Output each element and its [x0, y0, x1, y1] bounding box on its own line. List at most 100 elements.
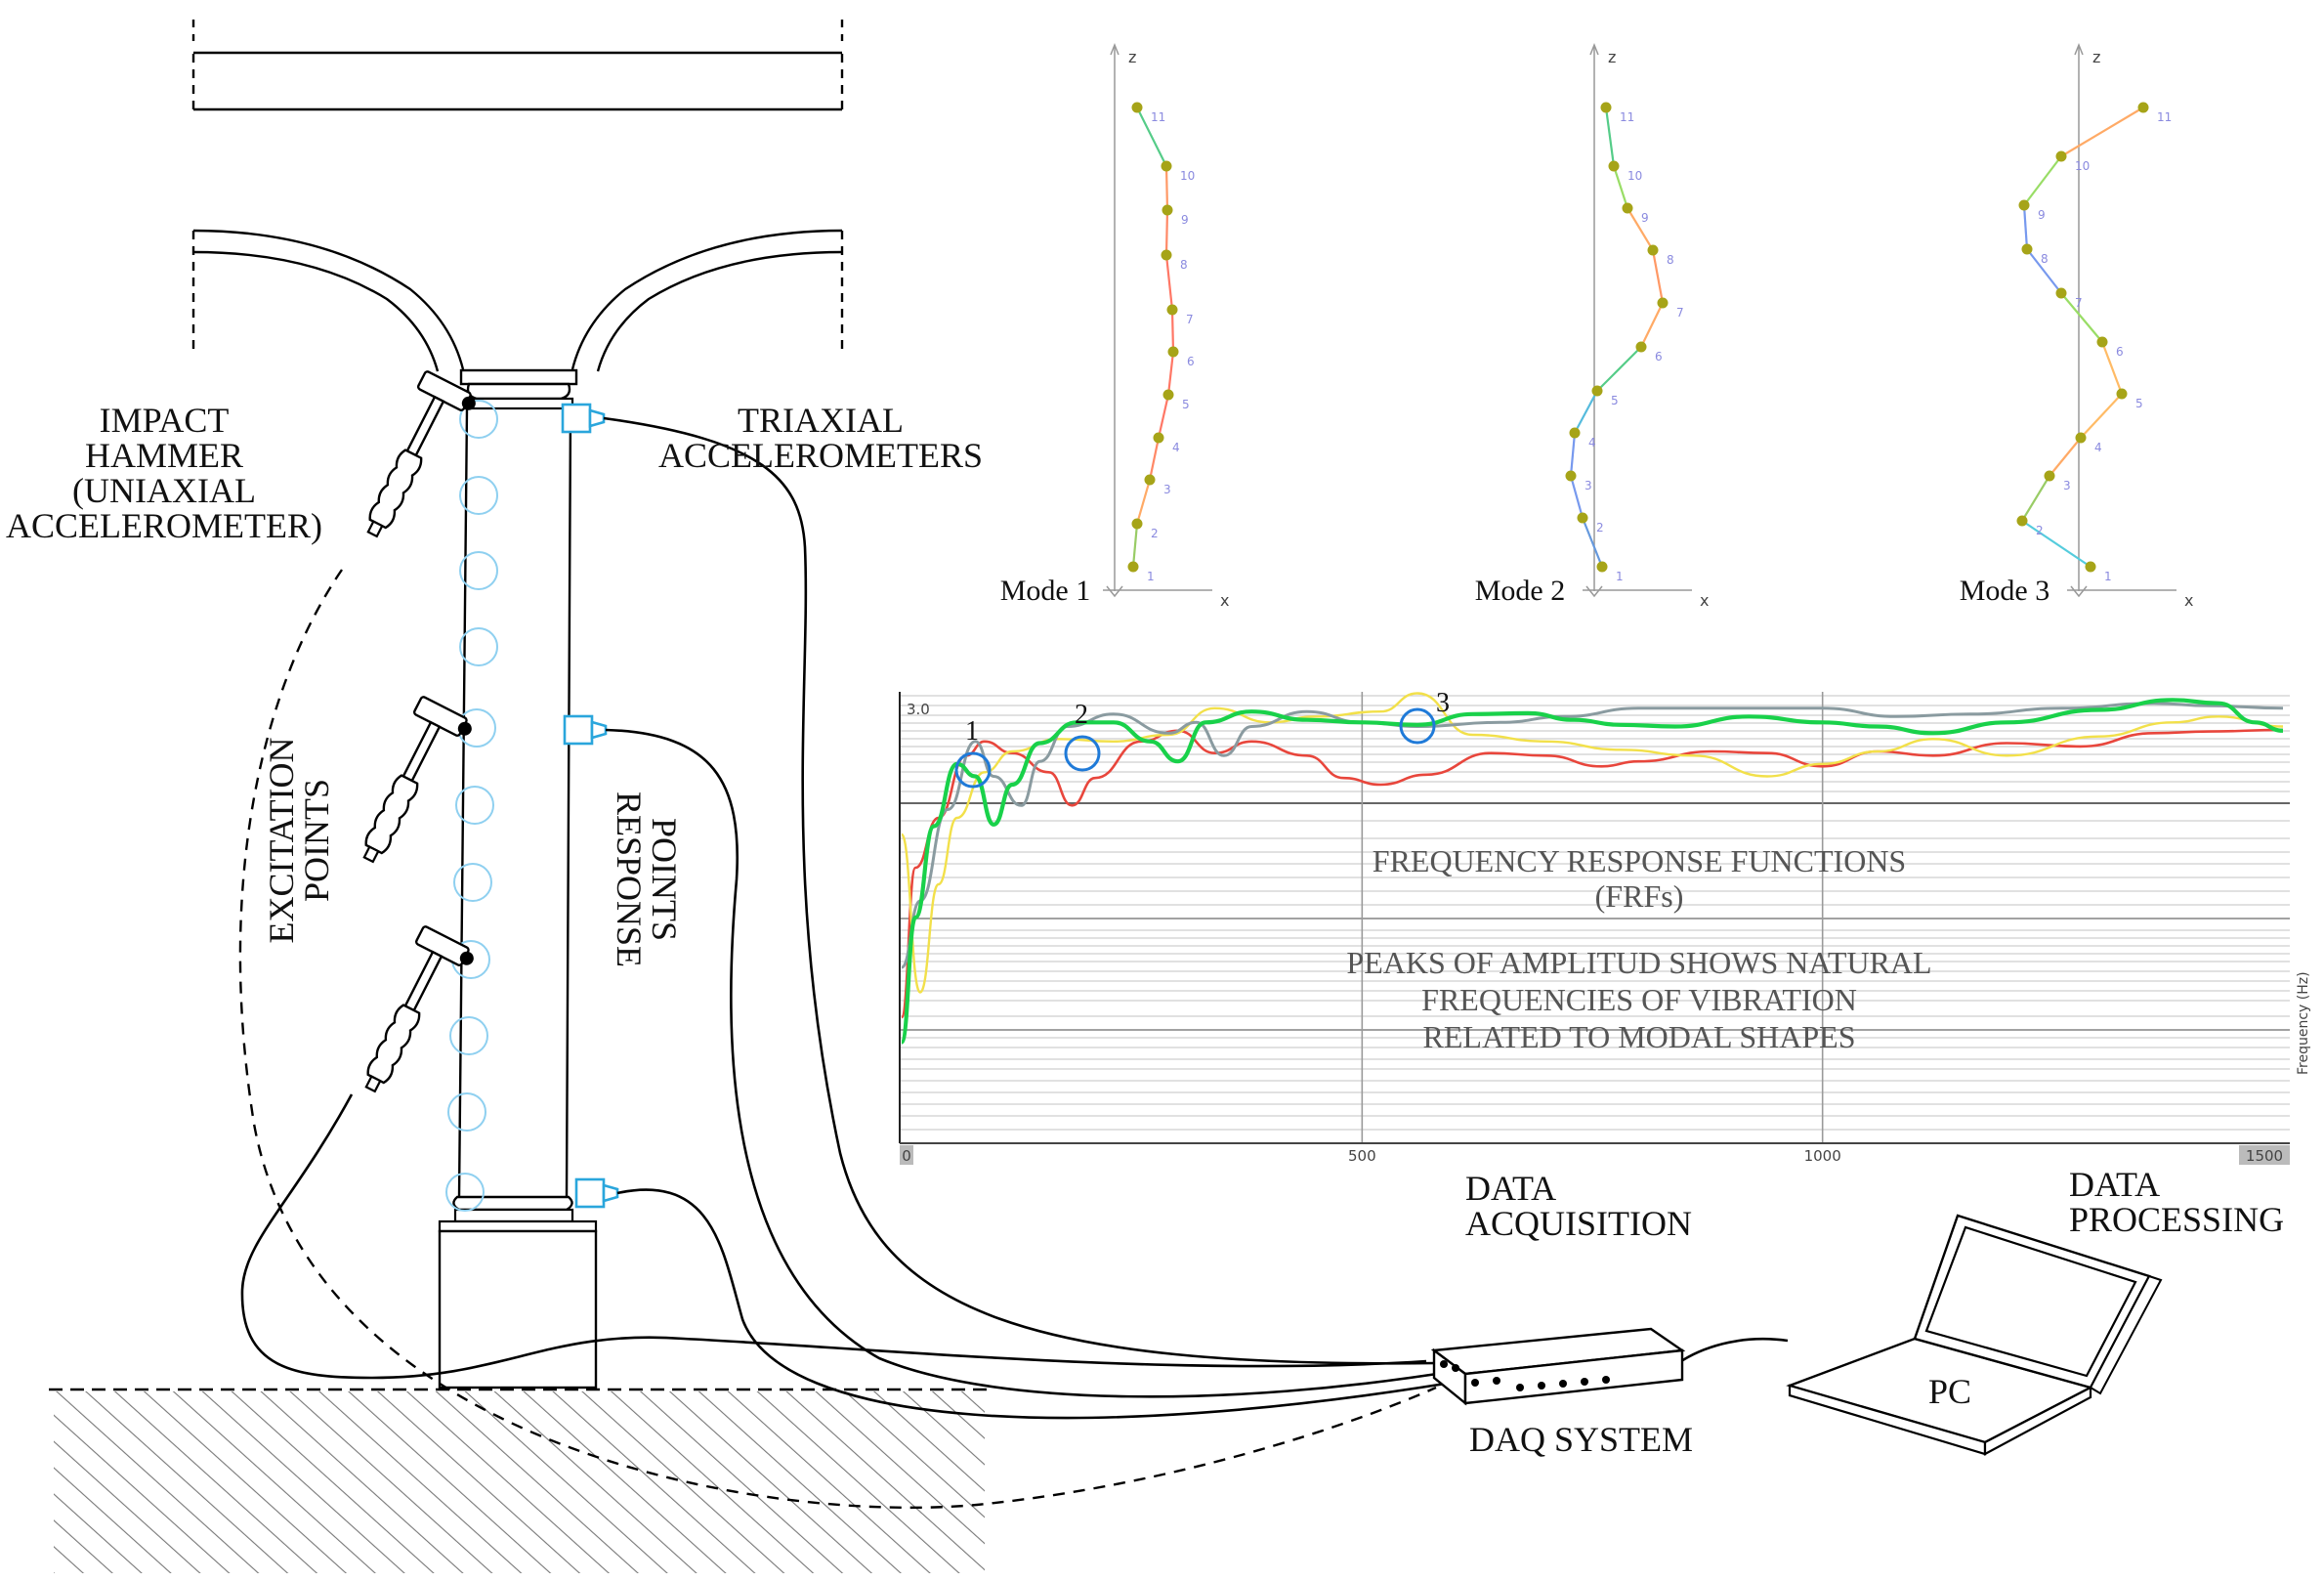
- frf-x-tick-label: 0: [902, 1147, 911, 1165]
- data-acquisition-label-1: DATA: [1465, 1169, 1556, 1208]
- building-structure: [191, 20, 844, 1390]
- impact-hammer-label-3: (UNIAXIAL: [72, 471, 256, 510]
- mode-shape-segment: [2049, 437, 2082, 477]
- mode-origin-mark: [1106, 585, 1123, 598]
- mode-node: [2018, 199, 2030, 211]
- mode-node-label: 7: [1676, 306, 1684, 320]
- column-pedestal: [438, 1229, 598, 1390]
- frf-text-2: (FRFs): [1595, 878, 1684, 914]
- mode-shape-segment: [1640, 302, 1664, 348]
- mode-x-label: x: [1700, 591, 1709, 610]
- accelerometer-icon-middle: [563, 714, 608, 746]
- column-capital-top: [459, 368, 578, 386]
- data-processing-label-1: DATA: [2069, 1165, 2160, 1204]
- mode-z-label: z: [1128, 48, 1136, 66]
- mode-shape-segment: [1170, 309, 1175, 353]
- mode-node: [2075, 432, 2087, 444]
- mode-shape-segment: [1581, 517, 1604, 568]
- mode-node-label: 3: [2063, 479, 2071, 492]
- mode-shape-segment: [1612, 165, 1629, 209]
- mode-shape-segment: [1157, 394, 1170, 439]
- cables: [238, 416, 1789, 1510]
- mode-node: [1166, 304, 1178, 316]
- mode-shape-segment: [1596, 346, 1642, 392]
- frf-right-axis-label: Frequency (Hz): [2296, 971, 2311, 1075]
- right-arch-inner: [596, 250, 843, 372]
- mode-x-label: x: [2184, 591, 2193, 610]
- mode-node-label: 7: [2075, 296, 2083, 310]
- mode-node-label: 5: [1182, 398, 1190, 411]
- mode-node-label: 6: [2116, 345, 2124, 359]
- response-label-2: POINTS: [645, 818, 684, 941]
- mode-node-label: 11: [2157, 110, 2172, 124]
- excitation-label-2: POINTS: [297, 779, 336, 902]
- column-shaft: [457, 407, 572, 1198]
- mode-shape-segment: [1164, 165, 1169, 211]
- mode-node: [1162, 389, 1174, 401]
- mode-shape-segment: [1148, 437, 1161, 481]
- mode-node: [1657, 297, 1669, 309]
- mode-node: [1131, 518, 1143, 530]
- mode-node: [1600, 102, 1612, 113]
- peak-circle-1: [954, 751, 992, 789]
- frf-x-tick-label: 1500: [2246, 1147, 2283, 1165]
- frf-panel-bg: [900, 692, 2290, 1165]
- mode-node: [1127, 561, 1139, 573]
- impact-hammer-icon-3: [364, 925, 474, 1093]
- mode-shape-segment: [1569, 432, 1577, 477]
- mode-node-label: 1: [1147, 570, 1155, 583]
- impact-hammer-label-4: ACCELEROMETER): [6, 506, 322, 545]
- mode-node-label: 11: [1151, 110, 1165, 124]
- mode-node-label: 4: [2094, 441, 2102, 454]
- peak-circle-2: [1064, 735, 1101, 772]
- mode-node-label: 8: [1180, 258, 1188, 272]
- mode-node: [2016, 515, 2028, 527]
- mode-shape-segment: [2023, 155, 2062, 206]
- frf-lines: [899, 692, 2284, 1045]
- response-point: [445, 1173, 485, 1212]
- frf-grid: [900, 692, 2290, 1143]
- frf-series-line: [899, 698, 2284, 1045]
- frf-x-tick-label: 1000: [1804, 1147, 1841, 1165]
- mode-node-label: 8: [1667, 253, 1674, 267]
- mode-node-label: 3: [1585, 479, 1592, 492]
- column-capital-echinus: [466, 382, 571, 401]
- mode-node: [2137, 102, 2149, 113]
- response-point: [447, 1092, 486, 1132]
- response-points: [445, 400, 498, 1212]
- mode-node: [1153, 432, 1164, 444]
- mode-node: [1622, 202, 1633, 214]
- impact-hammer-label-1: IMPACT: [100, 401, 230, 440]
- mode-node: [2096, 336, 2108, 348]
- left-arch-inner: [192, 250, 440, 372]
- accelerometer-icon-bottom: [574, 1177, 619, 1209]
- mode-node: [2085, 561, 2096, 573]
- frf-y-top-label: 3.0: [907, 701, 930, 718]
- mode-shape-segment: [1651, 249, 1665, 304]
- triaxial-label-1: TRIAXIAL: [738, 401, 904, 440]
- mode-shape-segment: [2021, 475, 2050, 522]
- impact-hammer-label-2: HAMMER: [85, 436, 243, 475]
- mode-label: Mode 3: [1960, 575, 2050, 607]
- mode-shape-segment: [1569, 475, 1585, 519]
- response-point: [455, 786, 494, 825]
- mode-shape-segment: [1164, 209, 1169, 256]
- response-point: [459, 476, 498, 515]
- laptop-icon: [1786, 1214, 2163, 1456]
- mode-node: [1577, 512, 1588, 524]
- mode-node: [1569, 427, 1581, 439]
- cable-bottom-accelerometer: [616, 1188, 1476, 1420]
- mode-node: [2044, 470, 2055, 482]
- cable-daq-to-pc: [1677, 1337, 1789, 1365]
- peak-circle-3: [1399, 707, 1436, 745]
- mode-node-label: 5: [2135, 397, 2143, 410]
- frf-tick-badge: [2239, 1145, 2290, 1165]
- mode-node-label: 9: [1181, 213, 1189, 227]
- daq-system-icon: [1430, 1327, 1686, 1406]
- mode-node: [1161, 160, 1172, 172]
- mode-node: [1635, 341, 1647, 353]
